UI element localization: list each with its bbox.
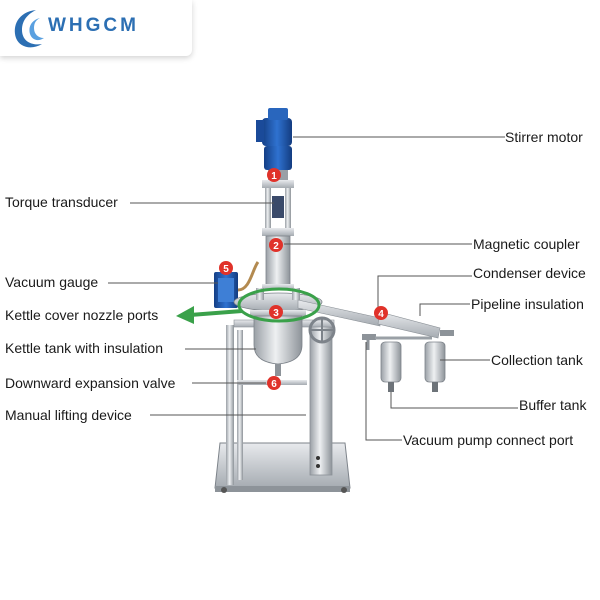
marker-6-label: 6 (271, 379, 277, 390)
logo-text: WHGCM (48, 15, 139, 36)
label-torque-transducer: Torque transducer (5, 194, 118, 210)
leader-lines (108, 136, 518, 441)
label-manual-lifting-device: Manual lifting device (5, 407, 132, 423)
vacuum-gauge-unit (214, 261, 260, 308)
label-vacuum-pump-connect-port: Vacuum pump connect port (403, 432, 574, 448)
nozzle-highlight (176, 287, 321, 324)
label-kettle-cover-nozzle-ports: Kettle cover nozzle ports (5, 307, 159, 323)
label-buffer-tank: Buffer tank (519, 397, 587, 413)
label-downward-expansion-valve: Downward expansion valve (5, 375, 176, 391)
marker-5-label: 5 (223, 264, 229, 275)
brand-logo: WHGCM (0, 0, 192, 56)
markers: 1 2 3 4 5 6 (219, 168, 388, 390)
marker-3 (269, 305, 283, 319)
marker-5 (219, 261, 233, 275)
drive-column (262, 180, 294, 290)
label-condenser-device: Condenser device (473, 265, 586, 281)
logo-swoosh-icon (14, 10, 44, 48)
marker-2 (269, 238, 283, 252)
marker-1 (267, 168, 281, 182)
marker-4 (374, 306, 388, 320)
receiver-tanks (366, 340, 446, 392)
marker-1-label: 1 (271, 171, 277, 182)
marker-3-label: 3 (273, 308, 279, 319)
label-magnetic-coupler: Magnetic coupler (473, 236, 580, 252)
label-collection-tank: Collection tank (491, 352, 583, 368)
marker-2-label: 2 (273, 241, 279, 252)
label-stirrer-motor: Stirrer motor (505, 129, 583, 145)
marker-4-label: 4 (378, 309, 384, 320)
marker-6 (267, 376, 281, 390)
label-pipeline-insulation: Pipeline insulation (471, 296, 584, 312)
label-kettle-tank-with-insulation: Kettle tank with insulation (5, 340, 163, 356)
label-vacuum-gauge: Vacuum gauge (5, 274, 99, 290)
